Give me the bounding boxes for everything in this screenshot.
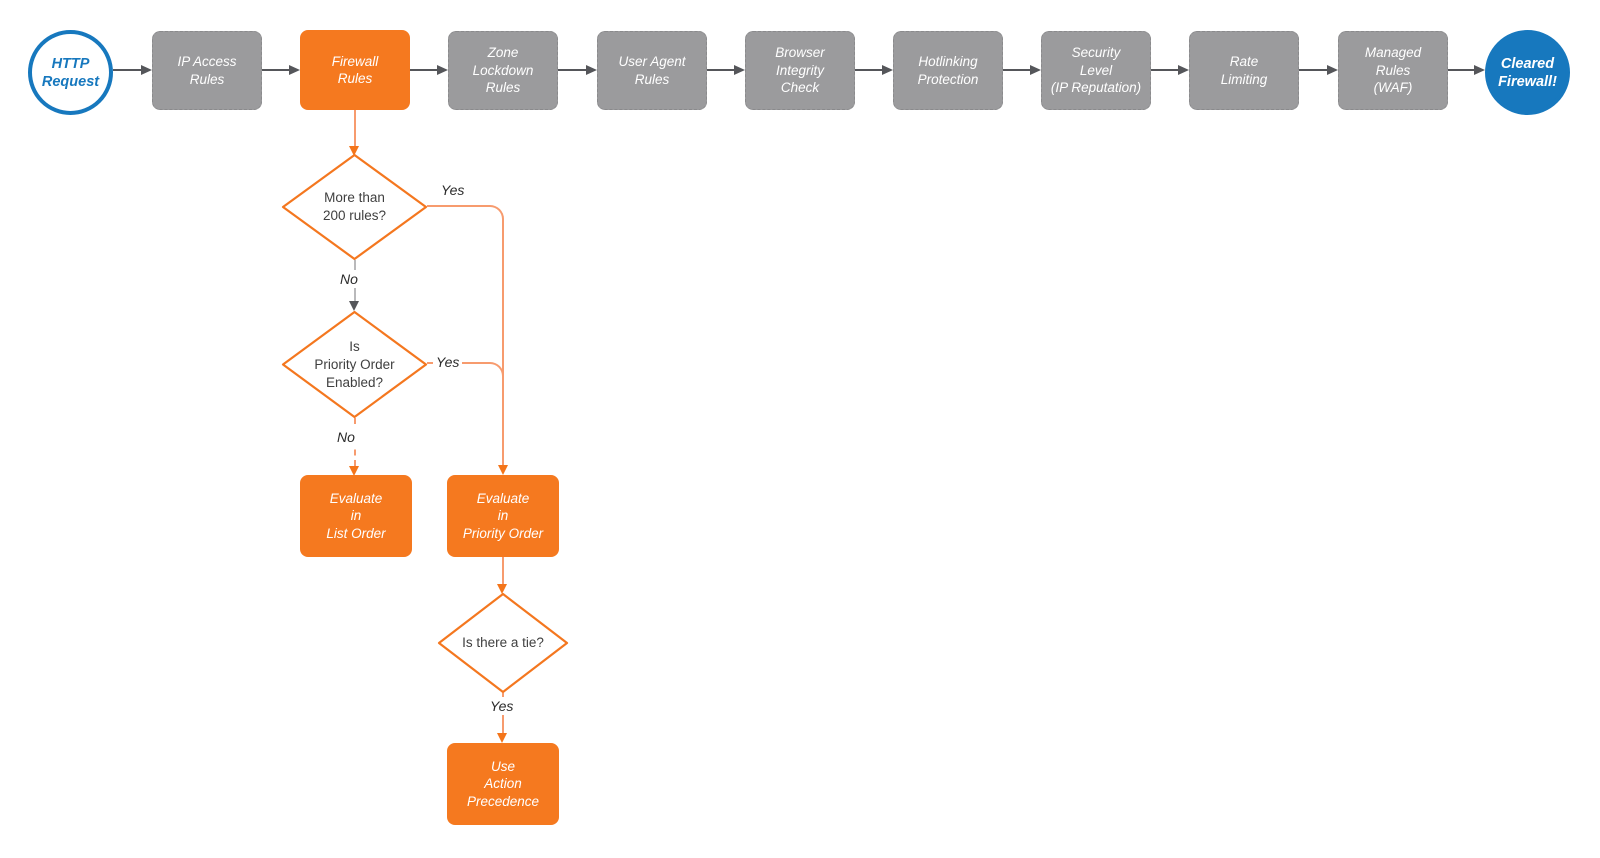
connector-firewall-to-zone-lockdown xyxy=(410,69,437,71)
arrowhead-down-icon xyxy=(497,733,507,743)
process-firewall-rules: Firewall Rules xyxy=(300,30,410,110)
decision-label: More than 200 rules? xyxy=(322,190,387,223)
arrowhead-right-icon xyxy=(734,65,745,75)
terminator-cleared-firewall: Cleared Firewall! xyxy=(1485,30,1570,115)
action-use-action-precedence: Use Action Precedence xyxy=(447,743,559,825)
process-rate-limiting: Rate Limiting xyxy=(1189,31,1299,110)
process-security-level: Security Level (IP Reputation) xyxy=(1041,31,1151,110)
process-browser-integrity-check: Browser Integrity Check xyxy=(745,31,855,110)
decision-priority-order-enabled: Is Priority Order Enabled? xyxy=(281,310,428,419)
terminator-http-request: HTTP Request xyxy=(28,30,113,115)
arrowhead-right-icon xyxy=(1178,65,1189,75)
connector-zone-lockdown-to-user-agent xyxy=(558,69,586,71)
arrowhead-down-icon xyxy=(498,465,508,475)
connector-managed-rules-to-end xyxy=(1448,69,1474,71)
edge-label-yes: Yes xyxy=(487,697,517,715)
decision-label: Is there a tie? xyxy=(462,635,544,650)
arrowhead-right-icon xyxy=(289,65,300,75)
process-zone-lockdown-rules: Zone Lockdown Rules xyxy=(448,31,558,110)
arrowhead-right-icon xyxy=(882,65,893,75)
edge-label-no: No xyxy=(334,428,358,446)
connector-start-to-ip-access xyxy=(113,69,141,71)
arrowhead-right-icon xyxy=(437,65,448,75)
diamond-shape xyxy=(281,153,428,261)
connector-decision2-yes xyxy=(427,362,504,388)
action-evaluate-in-list-order: Evaluate in List Order xyxy=(300,475,412,557)
process-hotlinking-protection: Hotlinking Protection xyxy=(893,31,1003,110)
connector-rate-limiting-to-managed-rules xyxy=(1299,69,1327,71)
process-ip-access-rules: IP Access Rules xyxy=(152,31,262,110)
arrowhead-down-icon xyxy=(349,466,359,476)
diamond-shape xyxy=(281,310,428,419)
connector-hotlinking-to-security-level xyxy=(1003,69,1030,71)
connector-priority-to-decision3 xyxy=(502,557,504,585)
diamond-shape xyxy=(437,592,569,694)
connector-ip-access-to-firewall xyxy=(262,69,289,71)
connector-decision1-yes xyxy=(427,205,504,465)
arrowhead-down-icon xyxy=(349,301,359,311)
connector-browser-integrity-to-hotlinking xyxy=(855,69,882,71)
arrowhead-down-icon xyxy=(497,584,507,594)
arrowhead-right-icon xyxy=(1327,65,1338,75)
arrowhead-down-icon xyxy=(349,146,359,156)
arrowhead-right-icon xyxy=(1474,65,1485,75)
connector-firewall-to-decision1 xyxy=(354,110,356,146)
edge-label-yes: Yes xyxy=(433,353,463,371)
arrowhead-right-icon xyxy=(1030,65,1041,75)
action-evaluate-in-priority-order: Evaluate in Priority Order xyxy=(447,475,559,557)
process-user-agent-rules: User Agent Rules xyxy=(597,31,707,110)
connector-security-level-to-rate-limiting xyxy=(1151,69,1178,71)
decision-more-than-200-rules: More than 200 rules? xyxy=(281,153,428,261)
edge-label-no: No xyxy=(337,270,361,288)
process-managed-rules-waf: Managed Rules (WAF) xyxy=(1338,31,1448,110)
decision-is-there-a-tie: Is there a tie? xyxy=(437,592,569,694)
decision-label: Is Priority Order Enabled? xyxy=(314,338,395,390)
edge-label-yes: Yes xyxy=(438,181,468,199)
arrowhead-right-icon xyxy=(141,65,152,75)
connector-user-agent-to-browser-integrity xyxy=(707,69,734,71)
arrowhead-right-icon xyxy=(586,65,597,75)
